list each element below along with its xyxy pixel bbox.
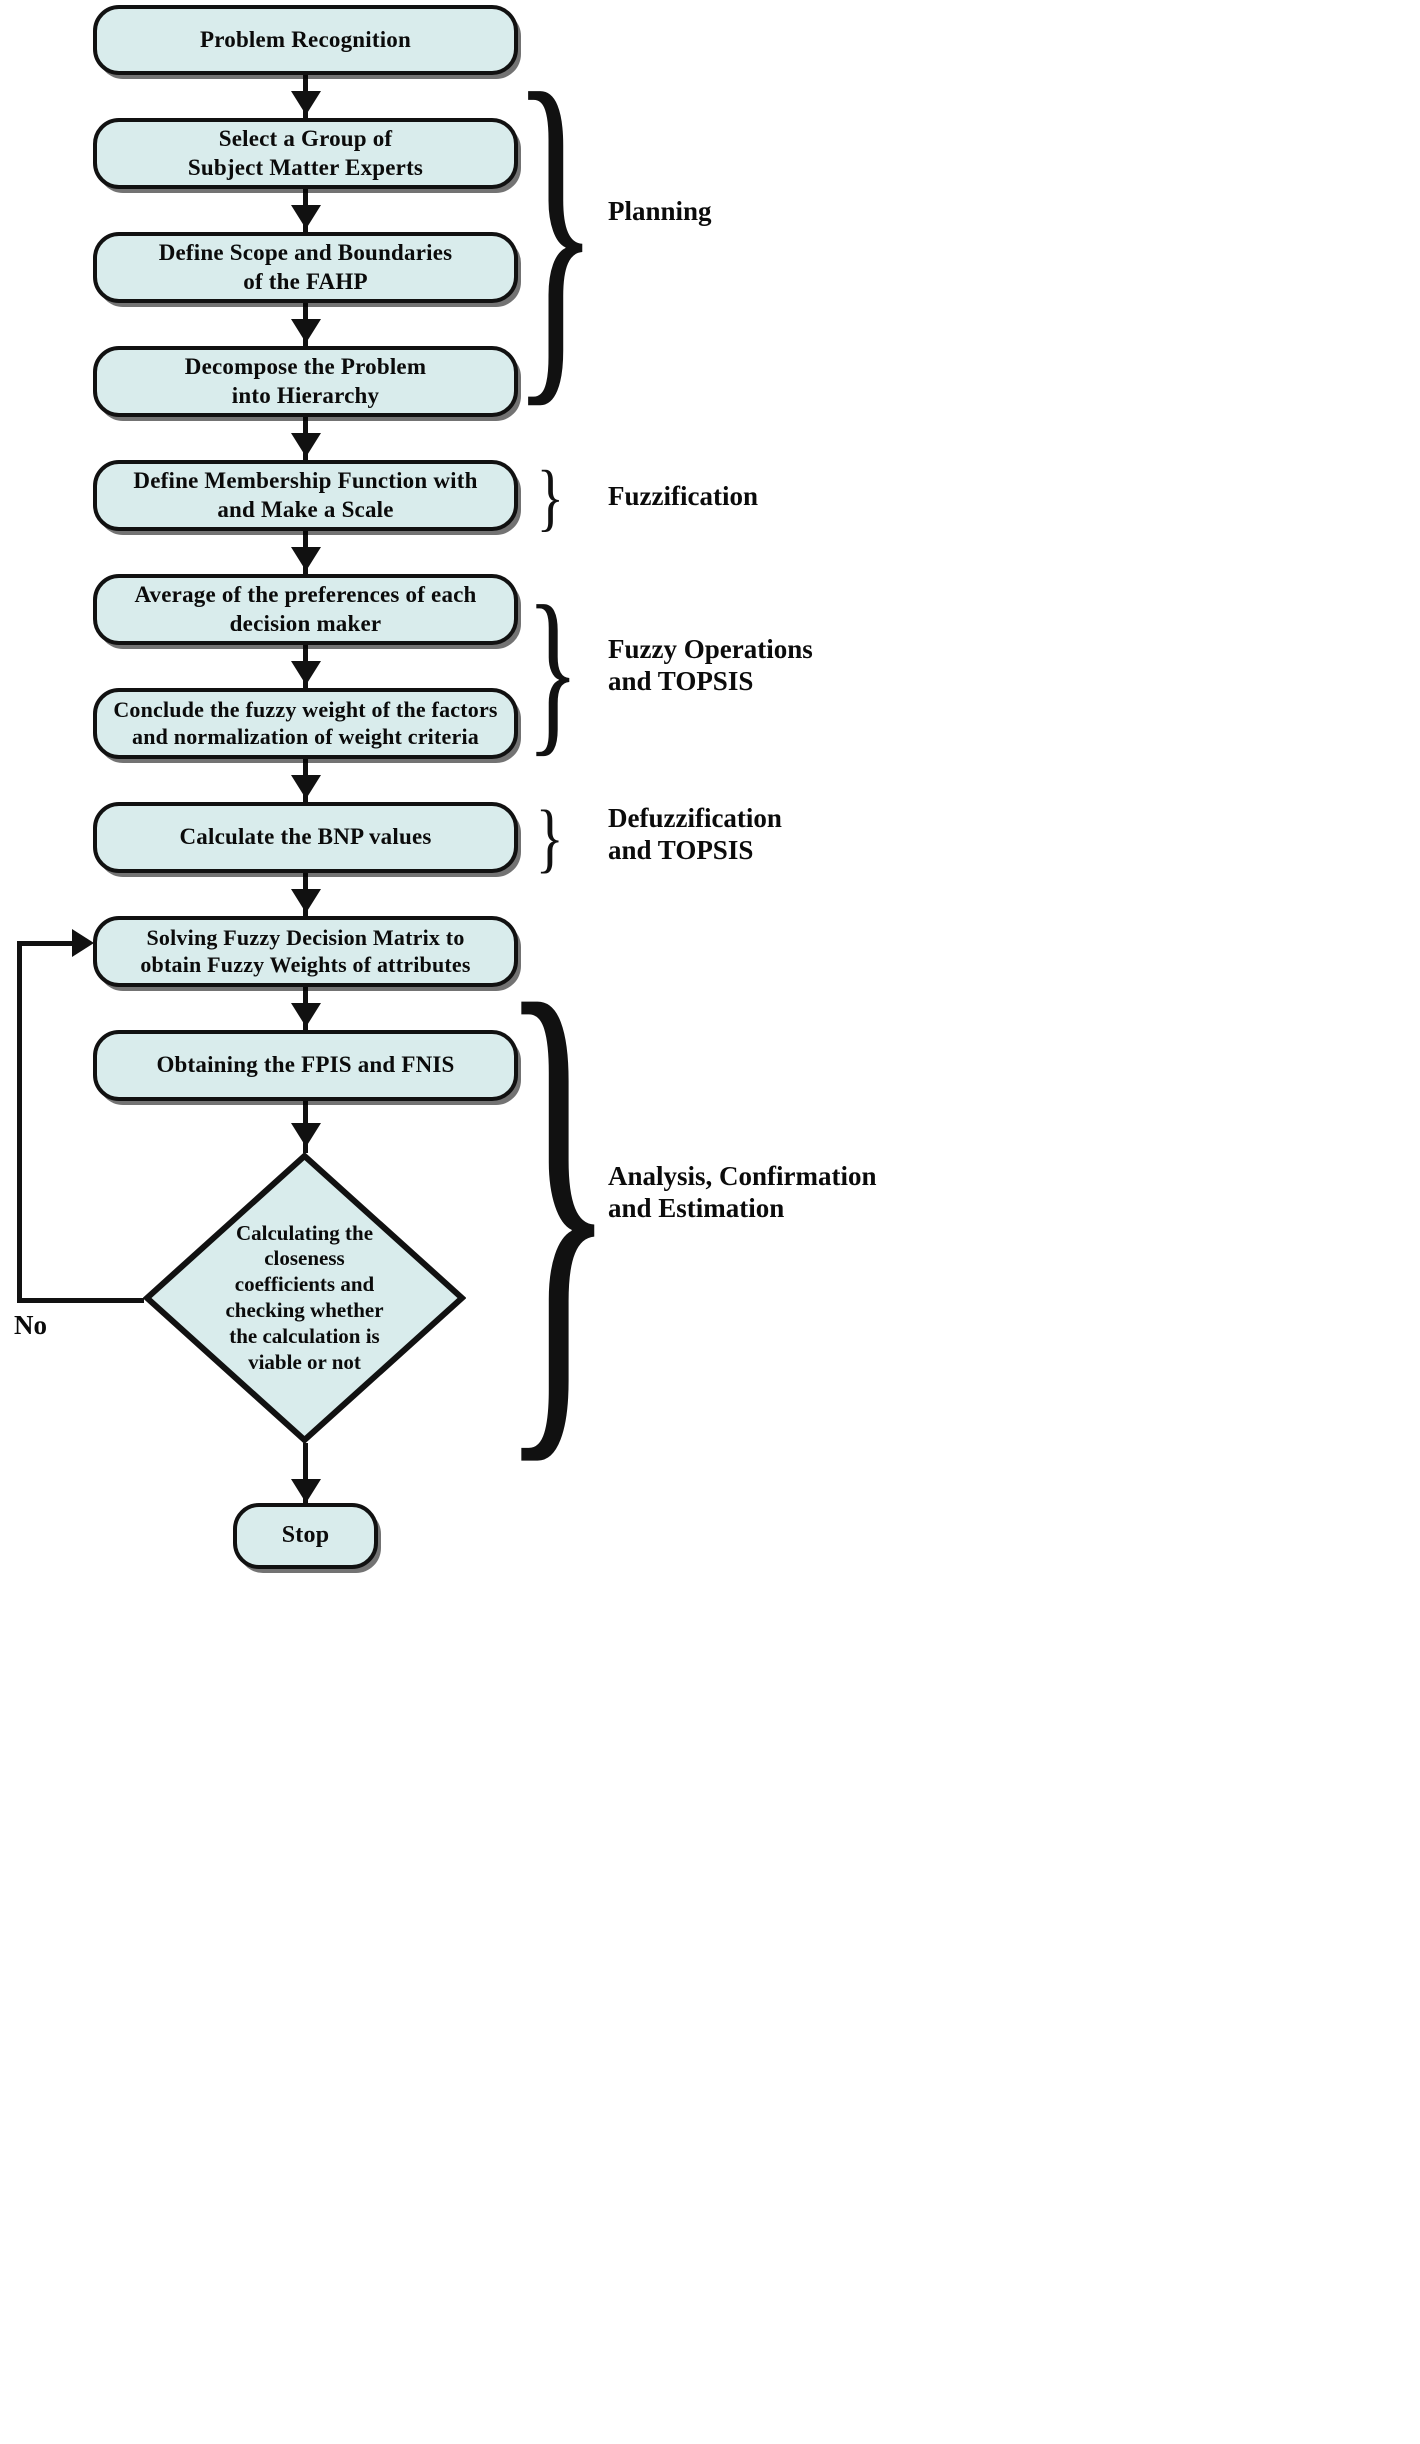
- node-label: Solving Fuzzy Decision Matrix to obtain …: [140, 924, 471, 977]
- edge-label-no: No: [14, 1310, 47, 1340]
- arrowhead-decompose-to-membership: [291, 433, 321, 457]
- node-calculate-bnp[interactable]: Calculate the BNP values: [93, 802, 518, 873]
- feedback-loop-top: [17, 941, 79, 946]
- node-label: Stop: [281, 1522, 330, 1549]
- arrowhead-decision-to-stop: [291, 1479, 321, 1503]
- brace-analysis: }: [499, 922, 616, 1477]
- node-label: Define Scope and Boundaries of the FAHP: [158, 240, 453, 294]
- brace-defuzzification: }: [525, 794, 575, 882]
- brace-fuzzification: }: [525, 455, 575, 539]
- arrowhead-conclude-to-bnp: [291, 775, 321, 799]
- node-label: Conclude the fuzzy weight of the factors…: [113, 696, 498, 749]
- node-solving-matrix[interactable]: Solving Fuzzy Decision Matrix to obtain …: [93, 916, 518, 987]
- node-conclude-fuzzy-weight[interactable]: Conclude the fuzzy weight of the factors…: [93, 688, 518, 759]
- brace-fuzzy-operations: }: [525, 568, 580, 772]
- node-label: Define Membership Function with and Make…: [133, 468, 478, 522]
- node-decompose-problem[interactable]: Decompose the Problem into Hierarchy: [93, 346, 518, 417]
- node-label: Calculate the BNP values: [179, 824, 432, 850]
- node-define-membership[interactable]: Define Membership Function with and Make…: [93, 460, 518, 531]
- arrowhead-problem-to-select: [291, 91, 321, 115]
- arrowhead-average-to-conclude: [291, 661, 321, 685]
- arrowhead-solving-to-fpis: [291, 1003, 321, 1027]
- arrowhead-fpis-to-decision: [291, 1123, 321, 1147]
- diamond-shape: [143, 1152, 466, 1444]
- node-stop[interactable]: Stop: [233, 1503, 378, 1569]
- brace-glyph: }: [535, 794, 565, 882]
- connector-decision-to-stop: [303, 1443, 308, 1503]
- arrowhead-membership-to-average: [291, 547, 321, 571]
- node-closeness-decision[interactable]: Calculating the closeness coefficients a…: [143, 1152, 466, 1444]
- node-define-scope[interactable]: Define Scope and Boundaries of the FAHP: [93, 232, 518, 303]
- node-select-experts[interactable]: Select a Group of Subject Matter Experts: [93, 118, 518, 189]
- group-label-planning: Planning: [608, 196, 712, 226]
- node-label: Average of the preferences of each decis…: [134, 582, 477, 636]
- group-label-fuzzy-operations: Fuzzy Operations and TOPSIS: [608, 634, 813, 697]
- arrowhead-bnp-to-solving: [291, 889, 321, 913]
- arrowhead-feedback-into-solving: [72, 929, 94, 957]
- arrowhead-select-to-scope: [291, 205, 321, 229]
- node-average-preferences[interactable]: Average of the preferences of each decis…: [93, 574, 518, 645]
- group-label-defuzzification: Defuzzification and TOPSIS: [608, 803, 782, 866]
- group-label-analysis: Analysis, Confirmation and Estimation: [608, 1161, 877, 1224]
- node-label: Select a Group of Subject Matter Experts: [187, 126, 424, 180]
- brace-glyph: }: [525, 568, 580, 772]
- feedback-loop-vertical: [17, 941, 22, 1303]
- node-problem-recognition[interactable]: Problem Recognition: [93, 5, 518, 75]
- feedback-loop-horizontal: [17, 1298, 144, 1303]
- arrowhead-scope-to-decompose: [291, 319, 321, 343]
- node-label: Obtaining the FPIS and FNIS: [156, 1052, 455, 1078]
- brace-glyph: }: [498, 892, 617, 1507]
- brace-glyph: }: [511, 17, 599, 438]
- brace-planning: }: [511, 38, 598, 418]
- node-obtaining-fpis-fnis[interactable]: Obtaining the FPIS and FNIS: [93, 1030, 518, 1101]
- node-label: Decompose the Problem into Hierarchy: [184, 354, 427, 408]
- brace-glyph: }: [536, 455, 564, 539]
- group-label-fuzzification: Fuzzification: [608, 481, 758, 511]
- node-label: Problem Recognition: [200, 26, 411, 52]
